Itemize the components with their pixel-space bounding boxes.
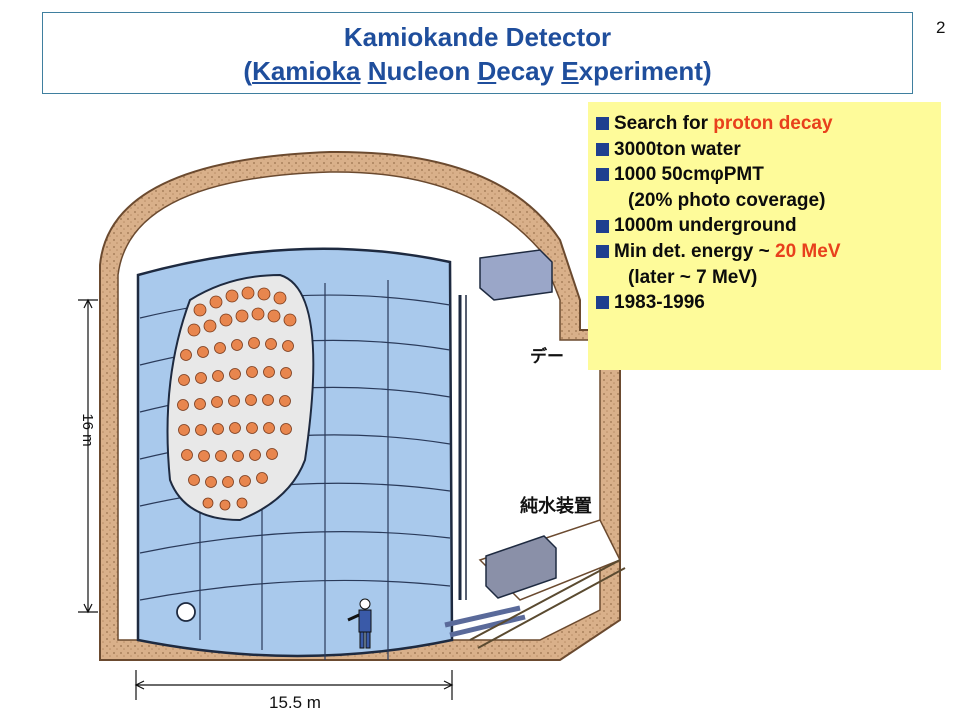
pmt-array bbox=[177, 286, 297, 511]
data-room-label: デー bbox=[530, 346, 564, 367]
energy-highlight: 20 MeV bbox=[775, 240, 841, 262]
manhole bbox=[176, 602, 196, 622]
worker-figure bbox=[347, 598, 372, 649]
title-part: N bbox=[367, 56, 387, 86]
slide-title: Kamiokande Detector (Kamioka Nucleon Deca… bbox=[42, 12, 913, 94]
water-system-label: 純水装置 bbox=[520, 495, 592, 517]
title-part bbox=[360, 56, 367, 86]
title-part: ucleon bbox=[386, 56, 478, 86]
height-dimension bbox=[78, 298, 98, 614]
diameter-dimension bbox=[134, 670, 454, 700]
title-part: ecay bbox=[496, 56, 562, 86]
title-part: xperiment) bbox=[578, 56, 712, 86]
slide-number: 2 bbox=[936, 18, 946, 37]
diameter-label: 15.5 m bbox=[269, 693, 321, 712]
height-label: 16 m bbox=[79, 413, 96, 446]
title-part: D bbox=[477, 56, 497, 86]
water-system-unit bbox=[485, 535, 557, 599]
info-item-energy: Min det. energy ~ 20 MeV bbox=[596, 239, 941, 265]
title-part: Kamioka bbox=[252, 56, 361, 86]
detector-illustration: 16 m 15.5 m 純水装置 デー bbox=[78, 150, 626, 712]
bullet-square-icon bbox=[596, 142, 609, 156]
title-part: E bbox=[561, 56, 579, 86]
bullet-square-icon bbox=[596, 219, 609, 233]
info-box: Search for proton decay 3000ton water 10… bbox=[588, 102, 941, 370]
info-item-purpose: Search for proton decay bbox=[596, 111, 941, 137]
title-part: Kamiokande Detector bbox=[343, 22, 612, 52]
bullet-square-icon bbox=[596, 117, 609, 131]
bullet-square-icon bbox=[596, 245, 609, 259]
proton-decay-highlight: proton decay bbox=[713, 113, 833, 134]
info-item-depth: 1000m underground bbox=[596, 213, 941, 239]
info-item-pmt-coverage: (20% photo coverage) bbox=[628, 189, 826, 211]
info-item-years: 1983-1996 bbox=[596, 290, 941, 316]
bullet-square-icon bbox=[596, 296, 609, 310]
title-part: ( bbox=[243, 56, 253, 86]
data-room bbox=[479, 249, 553, 301]
title-text: Kamiokande Detector (Kamioka Nucleon Deca… bbox=[243, 22, 711, 86]
info-item-energy-later: (later ~ 7 MeV) bbox=[628, 266, 758, 288]
info-item-water: 3000ton water bbox=[596, 137, 941, 163]
rail bbox=[469, 559, 626, 649]
bullet-square-icon bbox=[596, 168, 609, 182]
